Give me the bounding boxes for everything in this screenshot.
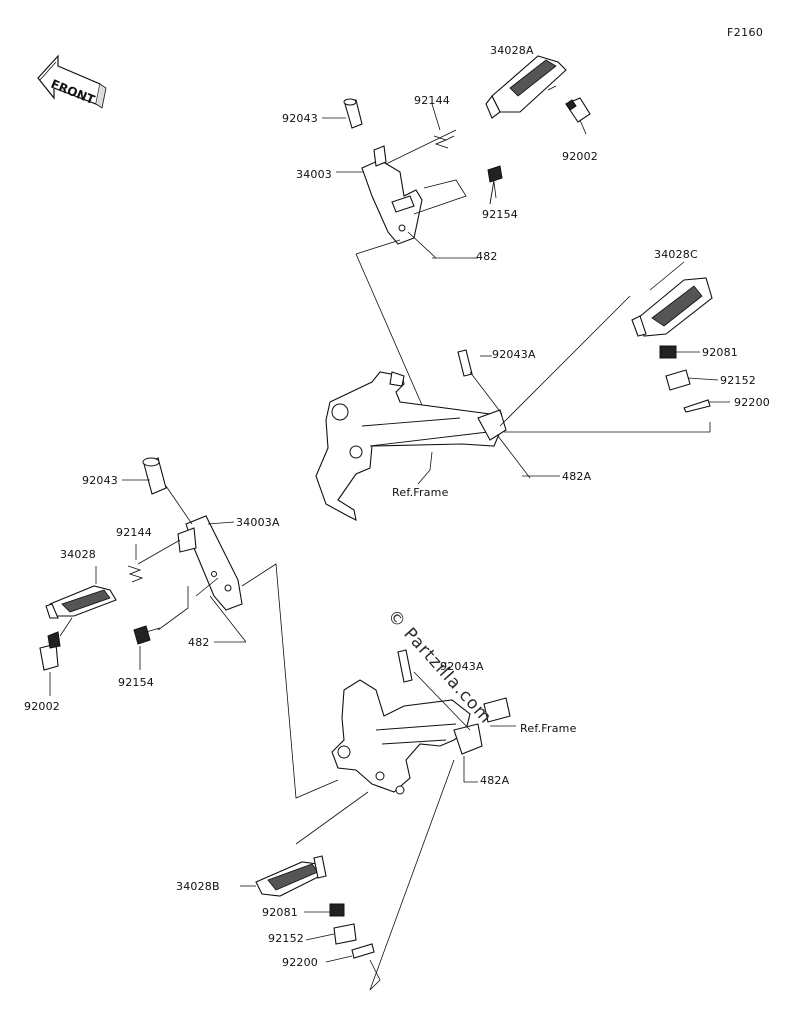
label-refframe-top: Ref.Frame [392,486,449,499]
label-92043-top: 92043 [282,112,318,125]
label-482-left: 482 [188,636,210,649]
figure-code: F2160 [727,26,764,39]
label-refframe-bottom: Ref.Frame [520,722,577,735]
spring-92081-bottom [329,903,345,917]
label-482-top: 482 [476,250,498,263]
frame-top [315,371,507,521]
label-92043-left: 92043 [82,474,118,487]
footpeg-34028 [45,585,117,619]
spring-92144-top [433,135,455,149]
pin-92043-top [343,98,363,129]
label-34028B: 34028B [176,880,220,893]
label-92200-bottom: 92200 [282,956,318,969]
bracket-34003 [361,145,423,245]
bolt-92002-left [39,631,61,671]
bolt-92154-left [133,625,161,645]
footpeg-34028A [485,55,567,119]
bolt-92154-top [487,165,503,205]
label-34028: 34028 [60,548,96,561]
cotter-92200-bottom [351,943,375,959]
label-34003A: 34003A [236,516,280,529]
label-92152-right: 92152 [720,374,756,387]
label-34003: 34003 [296,168,332,181]
label-34028C: 34028C [654,248,698,261]
label-92152-bottom: 92152 [268,932,304,945]
label-482A-bottom: 482A [480,774,510,787]
label-92200-right: 92200 [734,396,770,409]
cotter-92200-right [683,399,711,413]
label-92002-left: 92002 [24,700,60,713]
footpeg-34028C [631,277,713,337]
frame-bottom [331,679,511,795]
label-34028A: 34028A [490,44,534,57]
washer-92152-bottom [333,923,357,945]
label-92043A-bottom: 92043A [440,660,484,673]
spring-92081-right [659,345,677,359]
label-92154-left: 92154 [118,676,154,689]
label-92144-left: 92144 [116,526,152,539]
footpeg-34028B [255,855,327,897]
label-92043A-top: 92043A [492,348,536,361]
label-92154-top: 92154 [482,208,518,221]
label-92144-top: 92144 [414,94,450,107]
label-92081-bottom: 92081 [262,906,298,919]
front-arrow-icon: FRONT [37,54,107,109]
bracket-34003A [177,515,243,611]
spring-92144-left [127,565,144,583]
label-92002-top: 92002 [562,150,598,163]
pin-92043-left [142,457,167,495]
label-482A-top: 482A [562,470,592,483]
washer-92152-right [665,369,691,391]
pin-92043A-bottom [397,649,413,683]
label-92081-right: 92081 [702,346,738,359]
bolt-92002-top [565,97,591,123]
